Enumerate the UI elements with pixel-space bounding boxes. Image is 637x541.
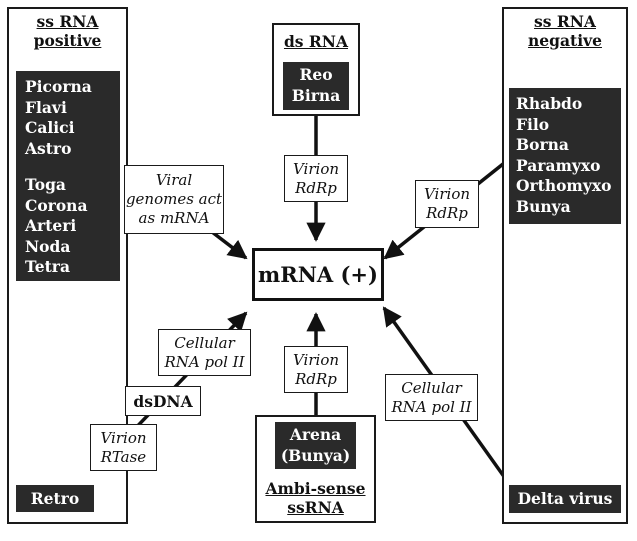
retro-box: Retro xyxy=(16,485,94,512)
ss-rna-negative-panel xyxy=(502,7,628,524)
family-filo: Filo xyxy=(516,114,550,134)
dsdna-label: dsDNA xyxy=(125,386,201,416)
family-bunya-ambisense: (Bunya) xyxy=(280,445,351,465)
ss-rna-positive-title-line-2: positive xyxy=(33,31,102,50)
family-rhabdo: Rhabdo xyxy=(516,94,583,113)
ss-rna-negative-title-line-2: negative xyxy=(528,31,602,50)
family-toga: Toga xyxy=(25,175,66,194)
ds-rna-title: ds RNA xyxy=(283,32,349,51)
viral-genomes-label: Viral genomes act as mRNA xyxy=(124,165,224,234)
virion-rdrp-top-label: Virion RdRp xyxy=(284,155,348,202)
family-noda: Noda xyxy=(25,236,71,256)
ambisense-title: Ambi-sense ssRNA xyxy=(257,479,374,517)
virion-rdrp-right-label: Virion RdRp xyxy=(415,180,479,228)
family-borna: Borna xyxy=(516,135,569,154)
family-flavi: Flavi xyxy=(25,97,67,117)
ss-rna-positive-title-line-1: ss RNA xyxy=(36,12,99,31)
ss-rna-positive-title: ss RNA positive xyxy=(9,12,126,50)
ambisense-family-list: Arena (Bunya) xyxy=(275,422,356,469)
ss-rna-negative-family-list: Rhabdo Filo Borna Paramyxo Orthomyxo Bun… xyxy=(509,88,621,224)
family-corona: Corona xyxy=(25,195,88,215)
ambisense-title-line-2: ssRNA xyxy=(287,498,344,517)
virion-rtase-label: Virion RTase xyxy=(90,424,157,471)
family-birna: Birna xyxy=(291,85,341,105)
family-tetra: Tetra xyxy=(25,257,70,276)
family-orthomyxo: Orthomyxo xyxy=(516,176,612,195)
ss-rna-positive-family-list: Picorna Flavi Calici Astro Toga Corona A… xyxy=(16,71,120,281)
family-retro: Retro xyxy=(30,489,80,508)
family-arena: Arena xyxy=(289,425,342,444)
family-delta-virus: Delta virus xyxy=(517,489,613,508)
ds-rna-family-list: Reo Birna xyxy=(283,62,349,110)
mrna-center-box: mRNA (+) xyxy=(252,248,384,301)
virion-rdrp-bottom-label: Virion RdRp xyxy=(284,346,348,393)
family-arteri: Arteri xyxy=(25,216,77,235)
cellular-pol-left-label: Cellular RNA pol II xyxy=(158,329,251,376)
ss-rna-negative-title: ss RNA negative xyxy=(504,12,626,50)
family-bunya: Bunya xyxy=(516,196,571,216)
cellular-pol-right-label: Cellular RNA pol II xyxy=(385,374,478,421)
ss-rna-negative-title-line-1: ss RNA xyxy=(534,12,596,31)
family-picorna: Picorna xyxy=(25,77,92,96)
ambisense-title-line-1: Ambi-sense xyxy=(265,479,366,498)
family-reo: Reo xyxy=(299,65,333,84)
family-astro: Astro xyxy=(25,138,72,158)
delta-virus-box: Delta virus xyxy=(509,485,621,513)
mrna-label: mRNA (+) xyxy=(258,262,378,287)
family-paramyxo: Paramyxo xyxy=(516,155,601,175)
family-calici: Calici xyxy=(25,118,75,137)
